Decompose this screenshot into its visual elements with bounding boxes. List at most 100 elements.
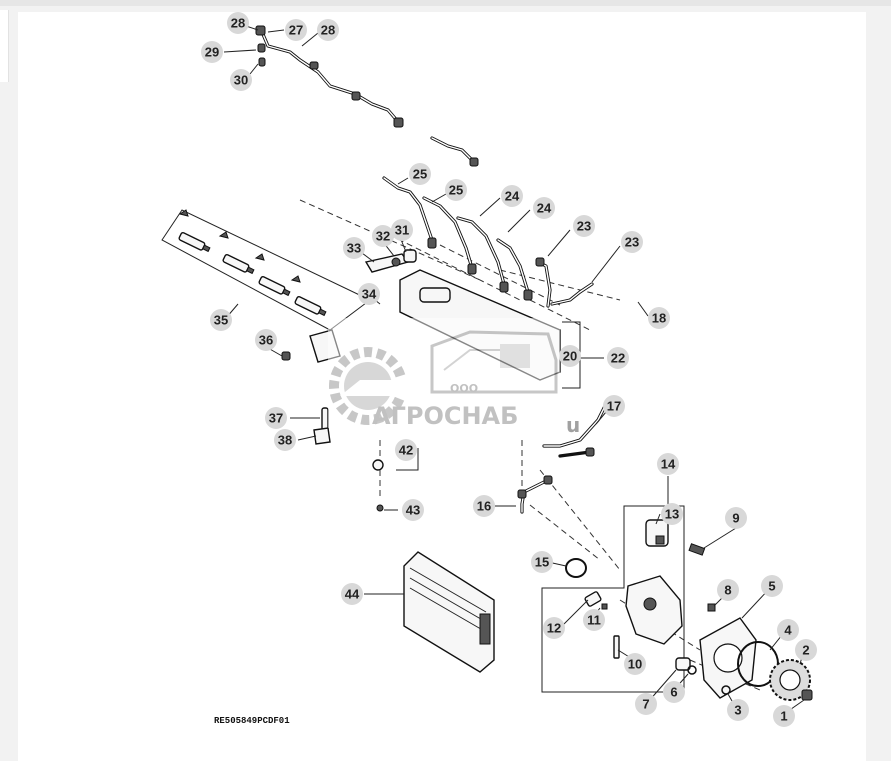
callout-number: 3	[734, 703, 741, 718]
callout-circle	[255, 329, 277, 351]
callout-number: 7	[642, 697, 649, 712]
callout-20: 20	[559, 345, 581, 367]
callout-circle	[777, 619, 799, 641]
callout-circle	[395, 439, 417, 461]
callout-number: 42	[399, 443, 413, 458]
callout-28: 28	[227, 12, 249, 34]
injector-lines	[382, 176, 594, 308]
callout-27: 27	[285, 19, 307, 41]
callout-circle	[274, 429, 296, 451]
callout-number: 25	[413, 167, 427, 182]
callout-number: 29	[205, 45, 219, 60]
callout-circle	[663, 681, 685, 703]
callout-circle	[543, 617, 565, 639]
callout-18: 18	[648, 307, 670, 329]
callout-3: 3	[727, 699, 749, 721]
callout-circle	[795, 639, 817, 661]
callout-number: 17	[607, 399, 621, 414]
callout-circle	[635, 693, 657, 715]
callout-29: 29	[201, 41, 223, 63]
callout-circle	[727, 699, 749, 721]
pump-assembly	[541, 505, 716, 693]
callout-38: 38	[274, 429, 296, 451]
callout-circle	[624, 653, 646, 675]
callout-23: 23	[621, 231, 643, 253]
callout-44: 44	[341, 583, 363, 605]
callout-number: 25	[449, 183, 463, 198]
callout-circle	[725, 507, 747, 529]
callout-number: 12	[547, 621, 561, 636]
callout-number: 23	[625, 235, 639, 250]
callout-number: 24	[505, 189, 520, 204]
callout-number: 15	[535, 555, 549, 570]
callout-number: 44	[345, 587, 360, 602]
callout-23: 23	[573, 215, 595, 237]
callout-circle	[607, 347, 629, 369]
callout-number: 4	[784, 623, 792, 638]
callout-30: 30	[230, 69, 252, 91]
callout-number: 22	[611, 351, 625, 366]
callout-circle	[230, 69, 252, 91]
callout-circle	[501, 185, 523, 207]
callout-number: 24	[537, 201, 552, 216]
callout-5: 5	[761, 575, 783, 597]
callout-14: 14	[657, 453, 679, 475]
callout-circle	[358, 283, 380, 305]
callout-number: 10	[628, 657, 642, 672]
callout-circle	[603, 395, 625, 417]
callout-16: 16	[473, 495, 495, 517]
callout-number: 35	[214, 313, 228, 328]
callout-circle	[402, 499, 424, 521]
callout-24: 24	[501, 185, 523, 207]
callout-number: 9	[732, 511, 739, 526]
callout-circle	[445, 179, 467, 201]
callout-28: 28	[317, 19, 339, 41]
left-panel-edge	[0, 10, 9, 82]
callout-35: 35	[210, 309, 232, 331]
callout-circle	[285, 19, 307, 41]
callout-15: 15	[531, 551, 553, 573]
ecu-module	[403, 551, 495, 673]
watermark-prefix: ООО	[450, 382, 478, 395]
callout-circle	[657, 453, 679, 475]
callout-number: 27	[289, 23, 303, 38]
callout-number: 32	[376, 229, 390, 244]
top-fuel-line	[255, 25, 479, 167]
callout-31: 31	[391, 219, 413, 241]
callout-circle	[621, 231, 643, 253]
assembly-dash-lines	[299, 199, 761, 691]
callout-circle	[583, 609, 605, 631]
callout-33: 33	[343, 237, 365, 259]
callout-number: 5	[768, 579, 775, 594]
return-lines	[517, 402, 608, 514]
callout-circle	[473, 495, 495, 517]
callout-6: 6	[663, 681, 685, 703]
callout-8: 8	[717, 579, 739, 601]
callout-circle	[227, 12, 249, 34]
watermark-suffix: u	[566, 413, 580, 437]
callout-2: 2	[795, 639, 817, 661]
callout-number: 28	[321, 23, 335, 38]
callout-number: 13	[665, 507, 679, 522]
callout-42: 42	[395, 439, 417, 461]
gear-logo-icon	[329, 347, 420, 425]
callout-number: 28	[231, 16, 245, 31]
callout-number: 30	[234, 73, 248, 88]
injector-set	[161, 209, 371, 331]
callout-10: 10	[624, 653, 646, 675]
diagram-reference-code: RE505849PCDF01	[214, 716, 290, 726]
callout-circle	[372, 225, 394, 247]
watermark-company-name: АГРОСНАБ	[372, 402, 518, 430]
callout-circle	[661, 503, 683, 525]
callout-circle	[201, 41, 223, 63]
callout-number: 43	[406, 503, 420, 518]
callout-24: 24	[533, 197, 555, 219]
callout-32: 32	[372, 225, 394, 247]
callout-number: 37	[269, 411, 283, 426]
callout-36: 36	[255, 329, 277, 351]
callout-circle	[773, 705, 795, 727]
callout-17: 17	[603, 395, 625, 417]
callout-7: 7	[635, 693, 657, 715]
callout-circle	[717, 579, 739, 601]
